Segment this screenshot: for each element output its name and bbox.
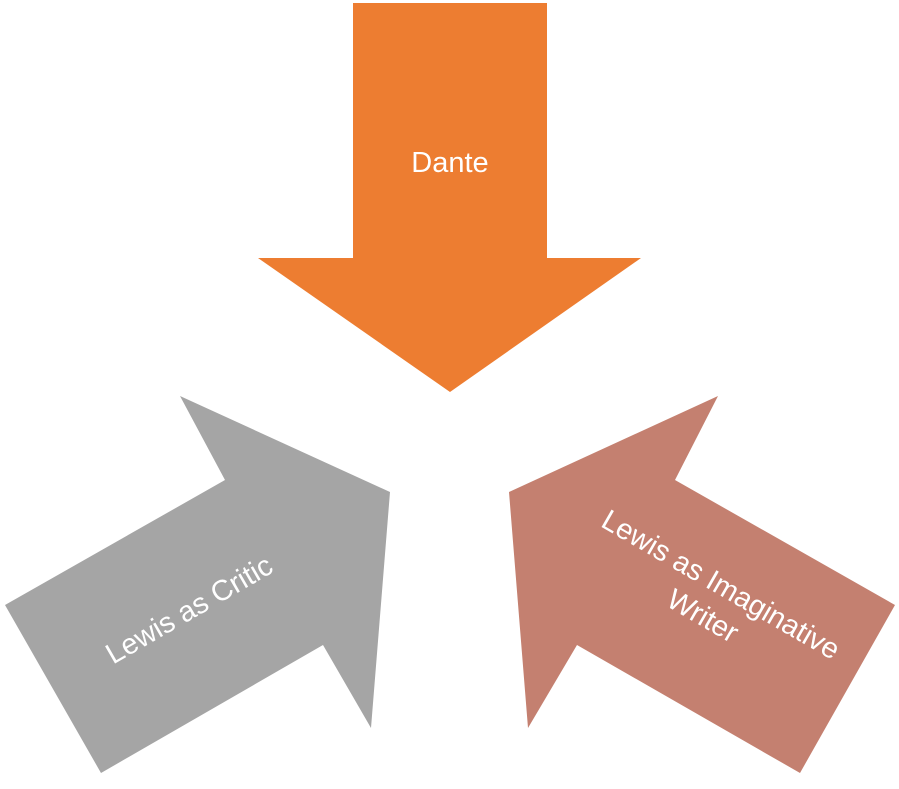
writer-arrow-shape	[509, 396, 895, 773]
writer-arrow: Lewis as Imaginative Writer	[509, 396, 895, 773]
critic-arrow: Lewis as Critic	[5, 396, 390, 773]
dante-arrow: Dante	[258, 3, 641, 392]
dante-arrow-shape	[258, 3, 641, 392]
dante-label: Dante	[411, 147, 488, 179]
critic-arrow-shape	[5, 396, 390, 773]
